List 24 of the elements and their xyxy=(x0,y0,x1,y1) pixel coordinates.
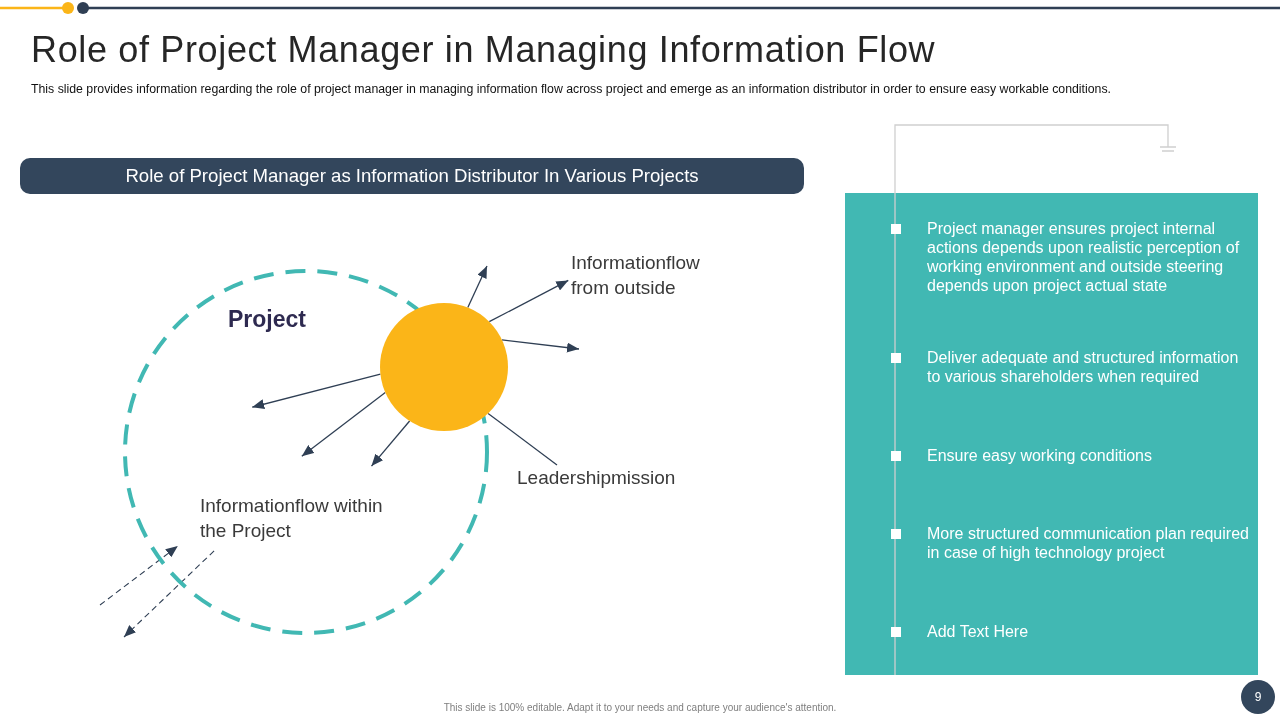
annotation-text: Informationflow from outside xyxy=(571,250,731,300)
annotation-text: Leadershipmission xyxy=(517,465,676,491)
bullet-text: More structured communication plan required in case of high technology project xyxy=(927,524,1250,562)
arrow xyxy=(251,373,382,410)
slide-title: Role of Project Manager in Managing Information Flow xyxy=(31,28,936,72)
bullet-text: Deliver adequate and structured information to various shareholders when required xyxy=(927,348,1240,386)
leader-line xyxy=(487,412,558,466)
dashed-arrow xyxy=(123,550,215,638)
bullet-text: Project manager ensures project internal actions depends upon realistic perception of working environment and outside steering depends upon project actual state xyxy=(927,219,1241,295)
arrow xyxy=(301,391,386,457)
subtitle-text: This slide provides information regarding the role of project manager in managing information flow across project and emerge as an information distributor in order to ensure easy workable conditions. xyxy=(31,82,1111,96)
text-panel xyxy=(845,193,1258,675)
dashed-arrow xyxy=(99,545,179,606)
arrow xyxy=(488,279,569,323)
arrow xyxy=(501,339,580,353)
arrow xyxy=(370,420,411,467)
bullet-text: Add Text Here xyxy=(927,622,1030,641)
heading-banner: Role of Project Manager as Information Distributor In Various Projects xyxy=(20,158,804,194)
heading-text: Project xyxy=(228,306,307,333)
arrow xyxy=(467,265,488,309)
annotation-text: Informationflow within the Project xyxy=(200,494,384,543)
footer-text: This slide is 100% editable. Adapt it to your needs and capture your audience's attention. xyxy=(442,701,838,715)
page-number: 9 xyxy=(1241,680,1275,714)
bullet-text: Ensure easy working conditions xyxy=(927,446,1153,465)
